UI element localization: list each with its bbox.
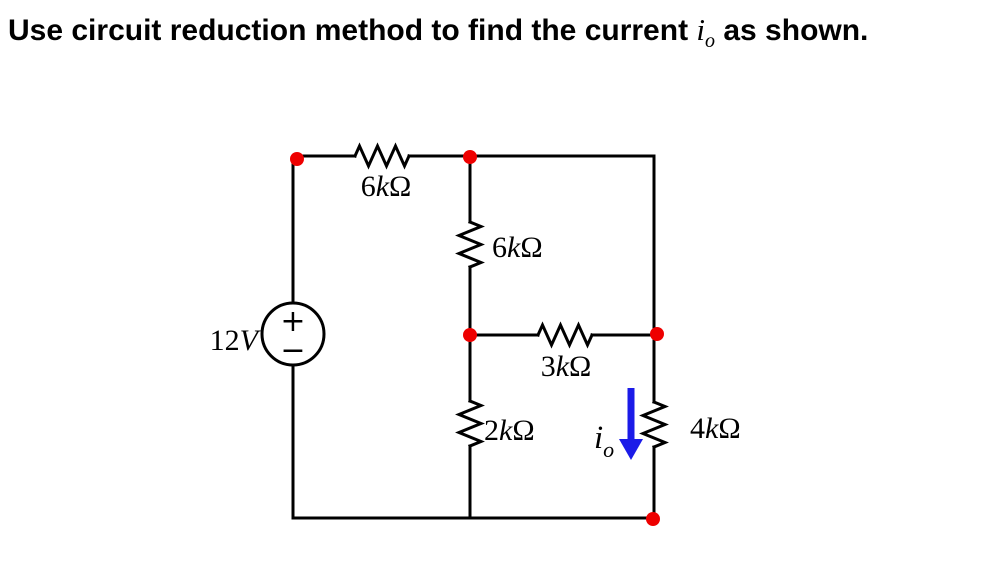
component-labels: + − 12V 6kΩ 6kΩ 3kΩ 2kΩ 4kΩ io: [210, 170, 741, 462]
resistor-label-6k-top: 6kΩ: [361, 170, 412, 203]
output-current-subscript: o: [603, 437, 614, 462]
resistor-label-2k: 2kΩ: [484, 414, 535, 447]
output-current-arrow: [619, 388, 643, 460]
wire-group: [260, 142, 669, 520]
voltage-source-unit: V: [240, 324, 262, 357]
title-text-lead: Use circuit reduction method to find the…: [8, 14, 697, 47]
resistor-6k-top-zigzag: [353, 142, 411, 170]
node-dot-bottom-right: [646, 512, 660, 526]
resistor-2k-zigzag: [455, 399, 485, 448]
resistor-6k-middle-zigzag: [455, 220, 485, 269]
resistor-4k-zigzag: [639, 400, 669, 449]
node-dot-mid-left: [463, 328, 477, 342]
resistor-label-4k: 4kΩ: [690, 412, 741, 445]
title-current-symbol: i: [696, 12, 706, 47]
current-arrow-head: [619, 439, 643, 460]
resistor-label-6k-middle: 6kΩ: [492, 231, 543, 264]
voltage-source-plus-sign: +: [280, 304, 305, 339]
node-dot-mid-right: [650, 327, 664, 341]
title-current-subscript: o: [705, 30, 716, 52]
voltage-source-value: 12: [210, 324, 240, 357]
node-dot-top-left: [290, 152, 304, 166]
voltage-source-label: 12V: [210, 324, 262, 357]
voltage-source-minus-sign: −: [280, 333, 305, 368]
resistor-3k-zigzag: [536, 321, 594, 349]
title-text-tail: as shown.: [715, 14, 869, 47]
node-dots: [290, 150, 664, 526]
output-current-symbol: i: [594, 420, 603, 456]
output-current-label: io: [594, 420, 614, 462]
problem-statement: Use circuit reduction method to find the…: [8, 12, 988, 53]
node-dot-top-middle: [463, 150, 477, 164]
resistor-label-3k: 3kΩ: [541, 350, 592, 383]
